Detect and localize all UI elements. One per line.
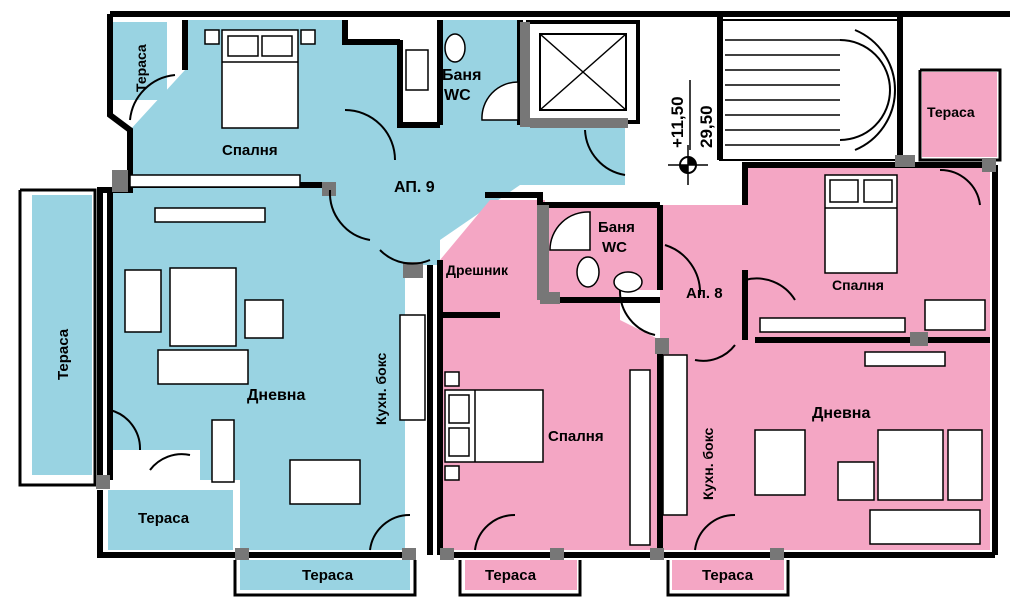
room-labels: Тераса Спалня Баня WC АП. 9 Тераса Дневн… <box>55 44 975 584</box>
ap9-shower-icon <box>481 81 519 121</box>
ap8-wardrobe-middle-icon <box>629 369 651 546</box>
elevation-top-label: +11,50 <box>668 96 687 148</box>
ap8-bedroom-right-label: Спалня <box>832 277 884 293</box>
ap9-terrace-top-left <box>112 22 167 100</box>
ap8-bed-middle-icon <box>444 371 544 481</box>
ap9-terrace-bottom-mid <box>240 560 410 590</box>
apartment-9 <box>32 20 625 590</box>
ap8-living-label: Дневна <box>812 405 870 422</box>
ap9-armchair-right-icon <box>244 299 284 339</box>
furniture <box>124 29 986 546</box>
ap9-toilet-icon <box>444 33 466 63</box>
ap8-bathroom-label: Баня <box>598 219 635 236</box>
ap9-terrace-left <box>32 195 92 475</box>
ap8-terrace-top-right <box>922 72 997 157</box>
ap9-terrace-left-label: Тераса <box>55 328 72 380</box>
ap8-sofa-bottom-icon <box>869 509 981 545</box>
walls <box>18 11 1010 597</box>
ap8-kitchen-counter-icon <box>662 354 688 516</box>
ap9-kitchen-counter-icon <box>399 314 426 421</box>
ap9-terrace-bottom-left-label: Тераса <box>138 510 190 527</box>
ap9-terrace-bottom-left <box>108 490 233 550</box>
ap8-sofa-right-icon <box>947 429 983 501</box>
ap8-dining-table-icon <box>754 429 806 496</box>
ap8-terrace-bottom-right <box>672 560 784 590</box>
ap9-dining-table-icon <box>289 459 361 505</box>
ap8-terrace-bottom-mid-label: Тераса <box>485 567 537 584</box>
elevation-marker: +11,50 29,50 <box>668 80 716 185</box>
ap8-sink-icon <box>613 271 643 293</box>
ap8-coffee-table-icon <box>877 429 944 501</box>
ap8-wardrobe-label: Дрешник <box>446 262 509 278</box>
stair-steps <box>725 39 840 146</box>
ap8-armchair-icon <box>837 461 875 501</box>
ap8-kitchen-label: Кухн. бокс <box>700 427 716 500</box>
ap8-terrace-bottom-right-label: Тераса <box>702 567 754 584</box>
ap8-tv-unit-icon <box>864 351 946 367</box>
ap9-tv-unit-icon <box>154 207 266 223</box>
ap9-sofa-icon <box>157 349 249 385</box>
ap8-toilet-icon <box>576 256 600 288</box>
ap8-terrace-bottom-mid <box>465 560 577 590</box>
ap9-bedroom-area <box>110 20 625 550</box>
ap8-wc-label: WC <box>602 239 627 256</box>
ap8-terrace-top-right-label: Тераса <box>927 104 975 120</box>
ap8-middle-area <box>440 200 660 550</box>
ap8-bed-right-icon <box>824 174 898 274</box>
ap8-bedroom-middle-label: Спалня <box>548 428 604 445</box>
ap9-bathroom-label: Баня <box>442 67 481 84</box>
ap9-bedroom-label: Спалня <box>222 142 278 159</box>
ap9-bed-icon <box>204 29 316 129</box>
ap8-desk-icon <box>924 299 986 331</box>
staircase <box>526 19 901 161</box>
ap9-wardrobe-icon <box>129 174 301 188</box>
ap8-shower-icon <box>549 211 591 251</box>
ap8-apartment-label: Ап. 8 <box>686 285 723 302</box>
door-swings <box>109 74 981 551</box>
ap9-apartment-label: АП. 9 <box>394 179 435 196</box>
ap9-armchair-left-icon <box>124 269 162 333</box>
ap9-living-label: Дневна <box>247 387 305 404</box>
ap9-terrace-bottom-mid-label: Тераса <box>302 567 354 584</box>
ap9-terrace-top-left-label: Тераса <box>133 44 149 92</box>
ap8-wardrobe-right-icon <box>759 317 906 333</box>
elevation-bottom-label: 29,50 <box>697 105 716 148</box>
pillars <box>96 22 996 560</box>
ap9-wc-label: WC <box>444 87 471 104</box>
ap9-coffee-table-icon <box>169 267 237 347</box>
ap9-kitchen-label: Кухн. бокс <box>373 352 389 425</box>
